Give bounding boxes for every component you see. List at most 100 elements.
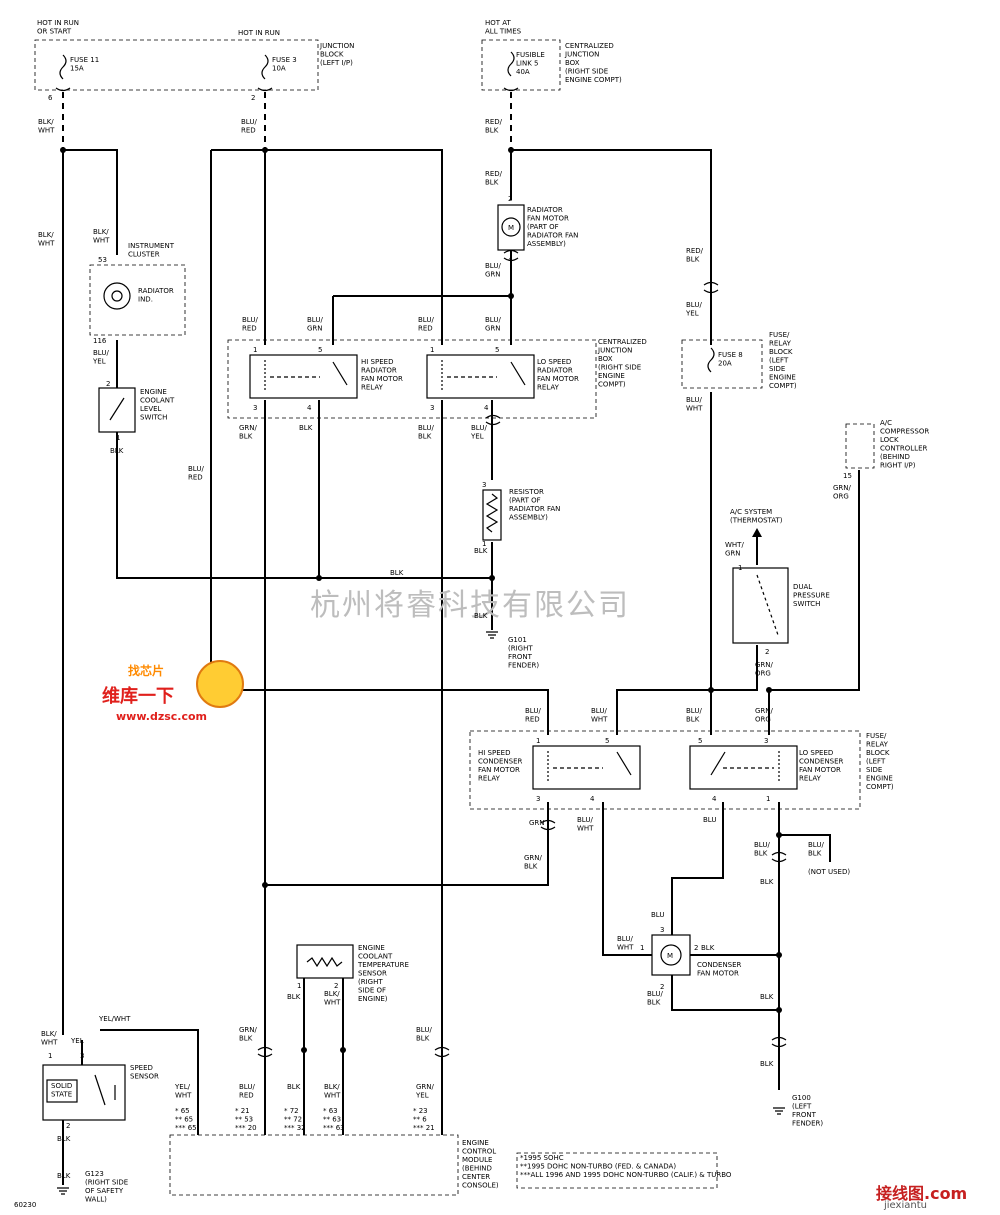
label-w-blugrn-3: BLU/GRN	[485, 316, 501, 333]
label-pin-lr4: 4	[484, 404, 489, 412]
label-rfm-pin2: 2	[508, 195, 512, 203]
label-pin-ss3: 3	[80, 1052, 84, 1060]
watermark-text: 杭州将睿科技有限公司	[310, 588, 630, 623]
label-fig-id: 60230	[14, 1201, 36, 1209]
label-w-bluyel-1: BLU/YEL	[92, 349, 109, 366]
label-pin-ss1: 1	[48, 1052, 52, 1060]
label-legend: *1995 SOHC**1995 DOHC NON-TURBO (FED. & …	[520, 1154, 732, 1179]
label-pin-cm3: 3	[660, 926, 664, 934]
logo-brand: 维库一下	[102, 686, 174, 707]
label-ecm-pins-a: * 65** 65*** 65	[175, 1107, 197, 1132]
label-w-blk-11: BLK	[57, 1135, 71, 1143]
label-ecm-pins-e: * 23** 6*** 21	[413, 1107, 435, 1132]
label-pin-hr5: 5	[318, 346, 322, 354]
connectors	[55, 87, 787, 1058]
label-w-grnorg-2: GRN/ORG	[755, 661, 774, 678]
label-w-blugrn-2: BLU/GRN	[307, 316, 323, 333]
label-pin-lc3: 3	[764, 737, 768, 745]
label-w-blk-2: BLK	[299, 424, 313, 432]
label-pin-lc1: 1	[766, 795, 770, 803]
logo-url: www.dzsc.com	[116, 710, 208, 723]
mascot-icon	[196, 660, 244, 708]
label-w-blured-6: BLU/RED	[239, 1083, 255, 1100]
label-pin-cm2b: 2	[660, 983, 664, 991]
label-pin-hc4: 4	[590, 795, 595, 803]
label-w-blkwht-1: BLK/WHT	[38, 118, 55, 135]
label-w-blkwht-3: BLK/WHT	[93, 228, 110, 245]
label-pin-cs2: 2	[106, 380, 110, 388]
label-w-bluyel-2: BLU/YEL	[685, 301, 702, 318]
label-w-blublk-1: BLU/BLK	[418, 424, 434, 441]
label-pin-ect2: 2	[334, 982, 338, 990]
label-pin-hc1: 1	[536, 737, 540, 745]
label-pin-cm2: 2	[694, 944, 698, 952]
label-pin-lc5: 5	[698, 737, 702, 745]
label-w-blk-6: BLK	[760, 878, 774, 886]
label-pin-116: 116	[93, 337, 107, 345]
label-w-blkwht-6: BLK/WHT	[324, 1083, 341, 1100]
label-w-blkwht-4: BLK/WHT	[324, 990, 341, 1007]
label-w-blk-7: BLK	[701, 944, 715, 952]
label-ecm-pins-c: * 72** 72*** 32	[284, 1107, 306, 1132]
label-w-bluwht-3: BLU/WHT	[577, 816, 594, 833]
label-w-grnyel: GRN/YEL	[415, 1083, 435, 1100]
label-pin-hc3: 3	[536, 795, 540, 803]
label-w-grnblk-1: GRN/BLK	[239, 424, 258, 441]
wires	[62, 92, 860, 1185]
label-w-blured-3: BLU/RED	[418, 316, 434, 333]
label-w-blublk-5: BLU/BLK	[647, 990, 663, 1007]
logo-tagline: 找芯片	[128, 664, 165, 678]
label-pin-15: 15	[843, 472, 852, 480]
label-w-yelwht-1: YEL/WHT	[98, 1015, 131, 1023]
label-pin-dp1: 1	[738, 564, 742, 572]
label-pin-dp2: 2	[765, 648, 769, 656]
label-w-bluwht-1: BLU/WHT	[686, 396, 703, 413]
label-pin-hr1: 1	[253, 346, 257, 354]
label-pin-hc5: 5	[605, 737, 609, 745]
label-pin-lr5: 5	[495, 346, 499, 354]
label-pin-2: 2	[251, 94, 255, 102]
label-w-bluyel-3: BLU/YEL	[470, 424, 487, 441]
label-w-blk-10: BLK	[287, 993, 301, 1001]
label-w-blk-4: BLK	[390, 569, 404, 577]
label-w-blkwht-5: BLK/WHT	[41, 1030, 58, 1047]
label-w-blublk-2: BLU/BLK	[686, 707, 702, 724]
label-w-blk-5: BLK	[474, 612, 488, 620]
corner-logo: 接线图.com	[876, 1184, 968, 1203]
label-w-blu-2: BLU	[651, 911, 664, 919]
label-w-blublk-3: BLU/BLK	[754, 841, 770, 858]
label-w-bluwht-2: BLU/WHT	[591, 707, 608, 724]
label-pin-lr3: 3	[430, 404, 434, 412]
label-rfm-pin4: 4	[508, 256, 513, 264]
label-w-grnblk-2: GRN/BLK	[524, 854, 543, 871]
label-w-yelwht-2: YEL/WHT	[174, 1083, 192, 1100]
label-pin-lr1: 1	[430, 346, 434, 354]
label-w-grnorg-3: GRN/ORG	[755, 707, 774, 724]
label-pin-rs3: 3	[482, 481, 486, 489]
label-w-bluwht-4: BLU/WHT	[617, 935, 634, 952]
label-hot-run: HOT IN RUN	[238, 29, 280, 37]
label-pin-ss2: 2	[66, 1122, 70, 1130]
label-pin-6: 6	[48, 94, 53, 102]
component-boxes	[34, 39, 875, 1196]
